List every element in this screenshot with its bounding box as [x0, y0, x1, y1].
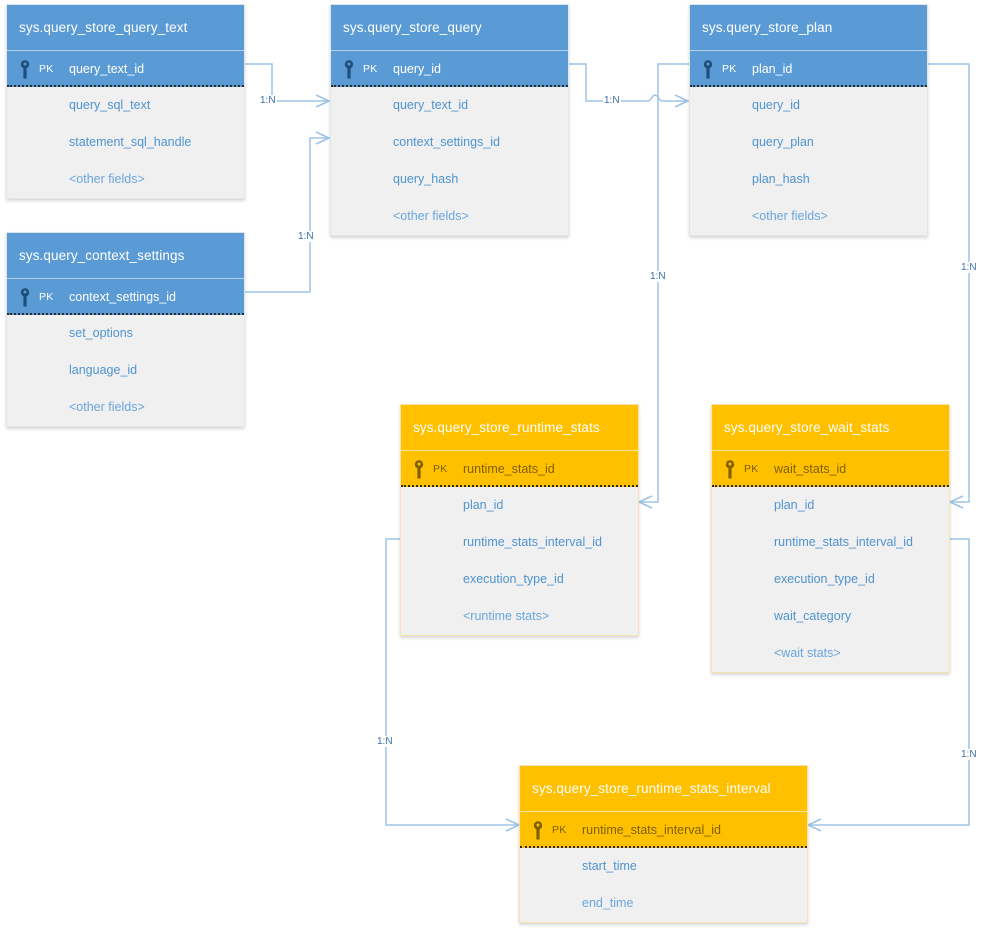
- entity-field: <other fields>: [393, 209, 469, 223]
- entity-title: sys.query_store_query: [331, 5, 568, 50]
- cardinality-label-query-to-plan: 1:N: [603, 95, 621, 106]
- entity-query-store-runtime-stats-interval[interactable]: sys.query_store_runtime_stats_interval P…: [519, 765, 808, 923]
- pk-field-name: runtime_stats_id: [463, 462, 555, 476]
- entity-primary-key-row: PK wait_stats_id: [712, 450, 949, 487]
- entity-query-store-plan[interactable]: sys.query_store_plan PK plan_id query_id…: [689, 4, 928, 236]
- entity-query-store-query[interactable]: sys.query_store_query PK query_id query_…: [330, 4, 569, 236]
- cardinality-label-interval-to-runtime-stats: 1:N: [376, 736, 394, 747]
- key-icon: [533, 821, 543, 840]
- pk-label: PK: [744, 463, 759, 475]
- key-icon: [725, 460, 735, 479]
- pk-label: PK: [39, 63, 54, 75]
- entity-title: sys.query_store_query_text: [7, 5, 244, 50]
- entity-title: sys.query_store_wait_stats: [712, 405, 949, 450]
- entity-primary-key-row: PK query_text_id: [7, 50, 244, 87]
- entity-field: query_text_id: [393, 98, 469, 112]
- entity-fields: start_time end_time: [520, 848, 807, 922]
- relationship-context-settings-to-query: [245, 131, 331, 293]
- entity-fields: query_sql_text statement_sql_handle <oth…: [7, 87, 244, 198]
- entity-field: <other fields>: [752, 209, 828, 223]
- pk-label: PK: [722, 63, 737, 75]
- entity-field: plan_id: [774, 498, 815, 512]
- key-icon: [344, 60, 354, 79]
- entity-primary-key-row: PK query_id: [331, 50, 568, 87]
- entity-fields: plan_id runtime_stats_interval_id execut…: [712, 487, 949, 672]
- entity-field: <other fields>: [69, 400, 145, 414]
- entity-field: set_options: [69, 326, 133, 340]
- pk-label: PK: [39, 291, 54, 303]
- entity-field: end_time: [582, 896, 634, 910]
- key-icon: [20, 288, 30, 307]
- entity-query-store-wait-stats[interactable]: sys.query_store_wait_stats PK wait_stats…: [711, 404, 950, 673]
- entity-field: plan_hash: [752, 172, 810, 186]
- entity-field: query_sql_text: [69, 98, 151, 112]
- entity-field: <other fields>: [69, 172, 145, 186]
- entity-field: wait_category: [774, 609, 852, 623]
- pk-field-name: wait_stats_id: [774, 462, 847, 476]
- entity-fields: set_options language_id <other fields>: [7, 315, 244, 426]
- pk-field-name: query_text_id: [69, 62, 145, 76]
- entity-field: execution_type_id: [463, 572, 564, 586]
- entity-primary-key-row: PK context_settings_id: [7, 278, 244, 315]
- entity-primary-key-row: PK runtime_stats_id: [401, 450, 638, 487]
- pk-label: PK: [433, 463, 448, 475]
- entity-field: query_hash: [393, 172, 459, 186]
- pk-label: PK: [552, 824, 567, 836]
- entity-field: execution_type_id: [774, 572, 875, 586]
- entity-field: <runtime stats>: [463, 609, 550, 623]
- entity-field: runtime_stats_interval_id: [463, 535, 602, 549]
- relationship-plan-to-runtime-stats: [637, 63, 689, 509]
- pk-label: PK: [363, 63, 378, 75]
- entity-field: context_settings_id: [393, 135, 501, 149]
- entity-field: language_id: [69, 363, 138, 377]
- entity-primary-key-row: PK runtime_stats_interval_id: [520, 811, 807, 848]
- entity-title: sys.query_context_settings: [7, 233, 244, 278]
- entity-fields: plan_id runtime_stats_interval_id execut…: [401, 487, 638, 635]
- entity-field: statement_sql_handle: [69, 135, 192, 149]
- cardinality-label-interval-to-wait-stats: 1:N: [960, 749, 978, 760]
- entity-fields: query_text_id context_settings_id query_…: [331, 87, 568, 235]
- pk-field-name: context_settings_id: [69, 290, 177, 304]
- cardinality-label-query-text-to-query: 1:N: [259, 95, 277, 106]
- entity-title: sys.query_store_runtime_stats: [401, 405, 638, 450]
- pk-field-name: plan_id: [752, 62, 793, 76]
- entity-field: <wait stats>: [774, 646, 841, 660]
- entity-query-store-runtime-stats[interactable]: sys.query_store_runtime_stats PK runtime…: [400, 404, 639, 636]
- entity-query-context-settings[interactable]: sys.query_context_settings PK context_se…: [6, 232, 245, 427]
- entity-field: query_id: [752, 98, 800, 112]
- relationship-query-to-plan: [569, 63, 690, 108]
- key-icon: [20, 60, 30, 79]
- key-icon: [414, 460, 424, 479]
- key-icon: [703, 60, 713, 79]
- relationship-query-text-to-query: [245, 63, 331, 108]
- pk-field-name: query_id: [393, 62, 441, 76]
- entity-query-store-query-text[interactable]: sys.query_store_query_text PK query_text…: [6, 4, 245, 199]
- entity-fields: query_id query_plan plan_hash <other fie…: [690, 87, 927, 235]
- entity-field: plan_id: [463, 498, 504, 512]
- entity-primary-key-row: PK plan_id: [690, 50, 927, 87]
- entity-field: query_plan: [752, 135, 814, 149]
- entity-title: sys.query_store_plan: [690, 5, 927, 50]
- pk-field-name: runtime_stats_interval_id: [582, 823, 721, 837]
- entity-field: runtime_stats_interval_id: [774, 535, 913, 549]
- entity-field: start_time: [582, 859, 637, 873]
- entity-title: sys.query_store_runtime_stats_interval: [520, 766, 807, 811]
- cardinality-label-plan-to-wait-stats: 1:N: [960, 262, 978, 273]
- cardinality-label-context-settings-to-query: 1:N: [297, 231, 315, 242]
- cardinality-label-plan-to-runtime-stats: 1:N: [649, 271, 667, 282]
